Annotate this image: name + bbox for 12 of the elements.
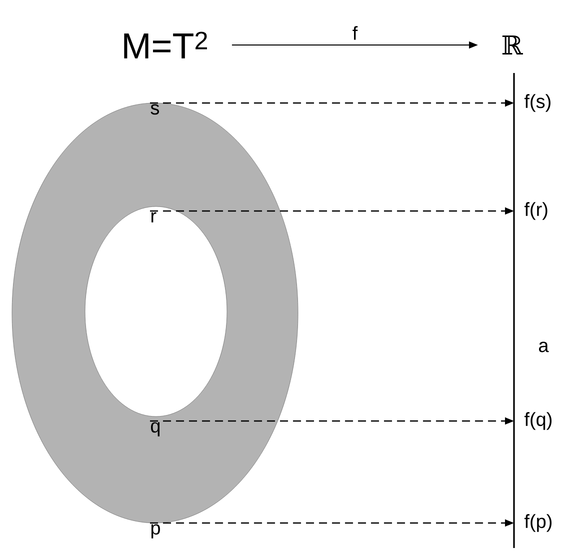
manifold-label: M=T$^{2}$: [124, 32, 207, 58]
value-label: f(r): [524, 202, 548, 220]
point-label: r: [151, 212, 156, 222]
point-label: p: [151, 524, 160, 538]
value-label: f(s): [524, 94, 550, 112]
value-label: f(p): [524, 514, 552, 532]
point-label: q: [151, 422, 160, 436]
value-label: a: [539, 342, 549, 352]
real-line-label: ℝ: [502, 36, 523, 54]
value-label: f(q): [524, 412, 552, 430]
edge-label: f: [352, 26, 358, 40]
point-label: s: [150, 104, 160, 115]
